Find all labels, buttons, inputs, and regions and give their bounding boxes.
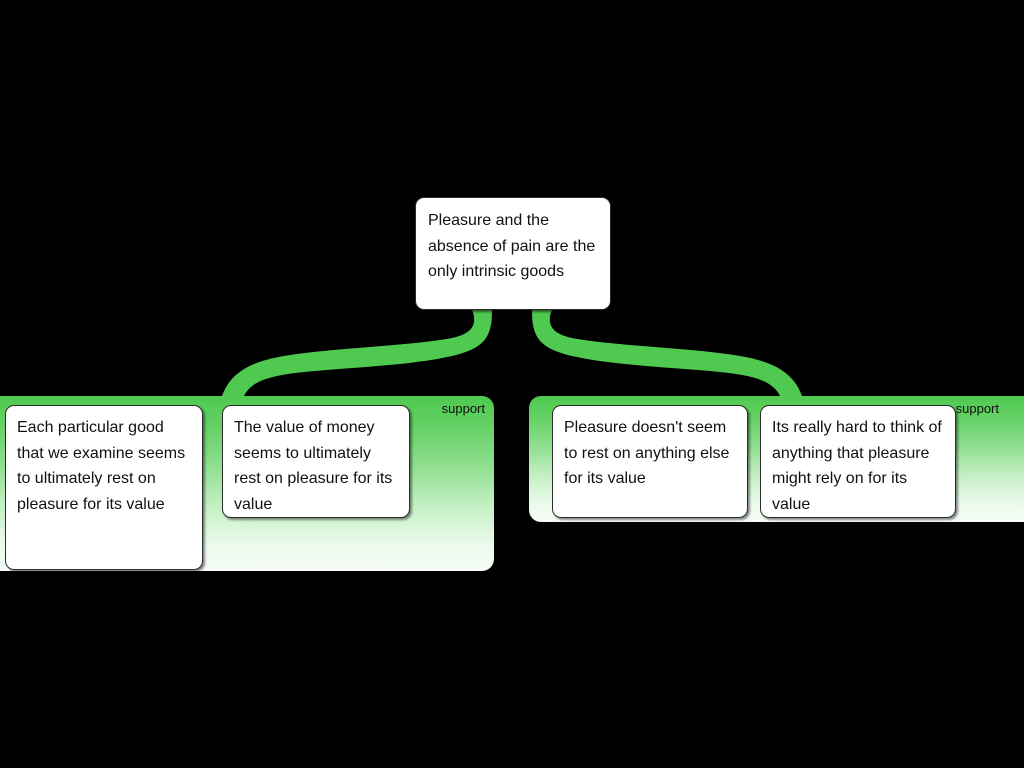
reason-card-left-2[interactable]: The value of money seems to ultimately r… [222, 405, 410, 518]
reason-card-right-1[interactable]: Pleasure doesn't seem to rest on anythin… [552, 405, 748, 518]
relation-label-support-left: support [441, 401, 485, 416]
support-group-left[interactable]: support Each particular good that we exa… [0, 396, 494, 571]
reason-text-right-2: Its really hard to think of anything tha… [772, 419, 942, 513]
support-group-right[interactable]: support Pleasure doesn't seem to rest on… [529, 396, 1024, 522]
relation-label-support-right: support [955, 401, 999, 416]
connector-root-to-left-group [222, 310, 492, 396]
connector-root-to-right-group [532, 310, 802, 396]
reason-card-left-1[interactable]: Each particular good that we examine see… [5, 405, 203, 570]
reason-text-left-1: Each particular good that we examine see… [17, 419, 186, 513]
reason-text-left-2: The value of money seems to ultimately r… [234, 419, 393, 513]
reason-text-right-1: Pleasure doesn't seem to rest on anythin… [564, 419, 730, 487]
reason-card-right-2[interactable]: Its really hard to think of anything tha… [760, 405, 956, 518]
root-claim-card[interactable]: Pleasure and the absence of pain are the… [415, 197, 611, 310]
root-claim-text: Pleasure and the absence of pain are the… [428, 212, 596, 280]
